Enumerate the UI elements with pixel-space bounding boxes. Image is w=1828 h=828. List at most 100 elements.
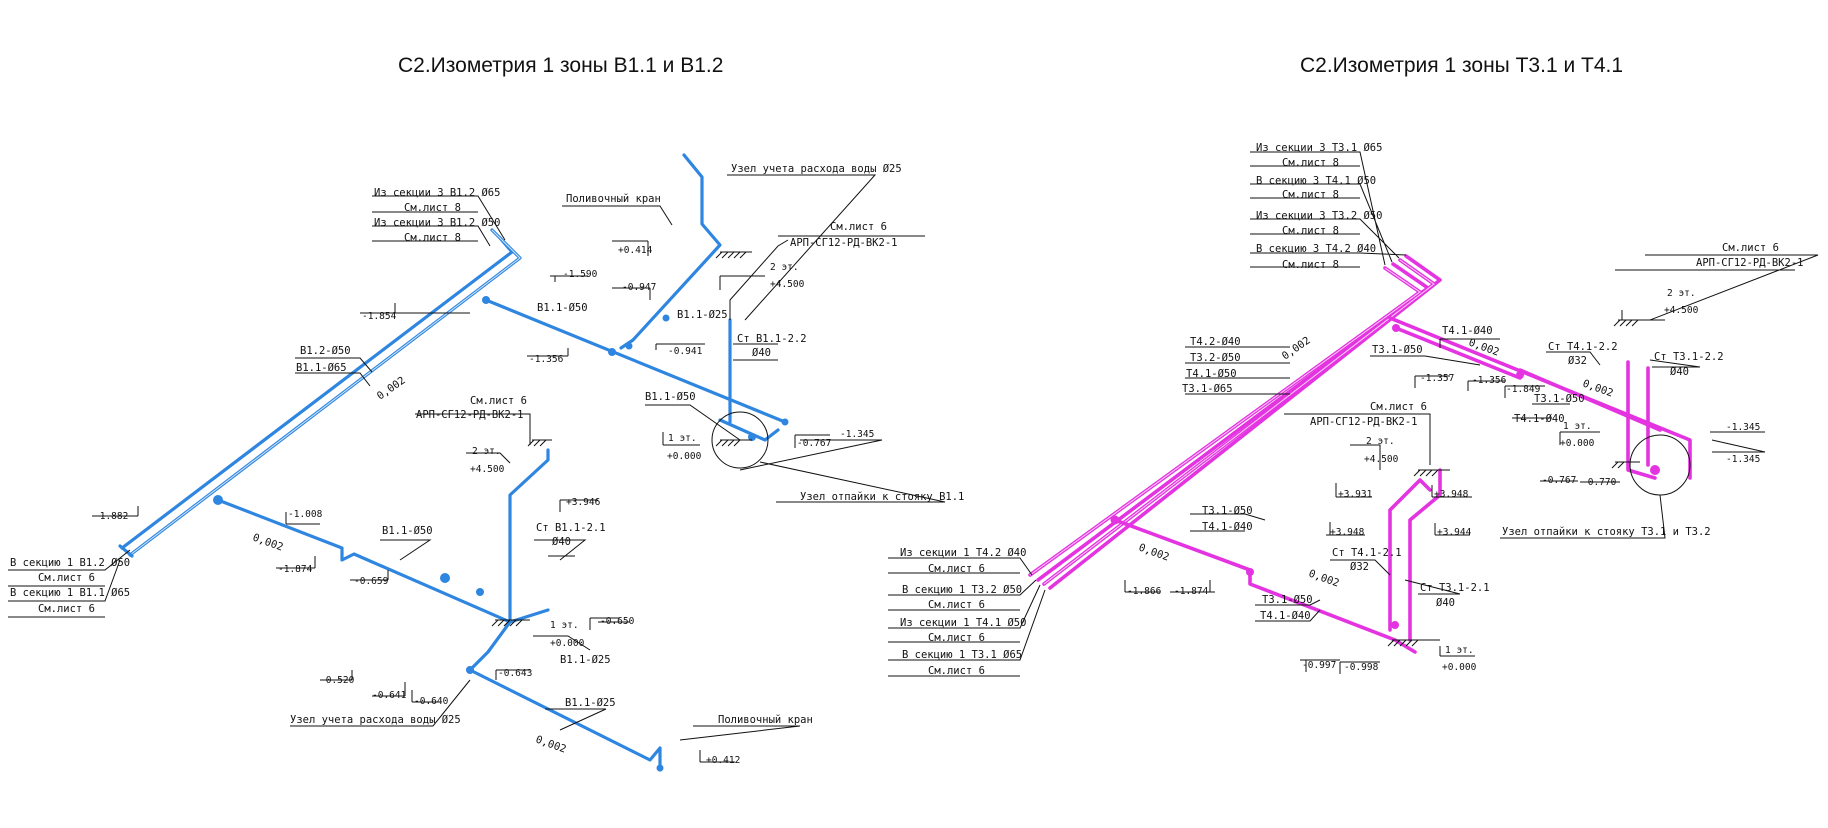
label-see-sheet6: См.лист 6 <box>830 221 887 233</box>
label-arp-doc: АРП-СГ12-РД-ВК2-1 <box>1696 257 1803 269</box>
label-floor-1: 1 эт. <box>668 433 697 444</box>
label-slope: 0,002 <box>1137 542 1171 564</box>
label-riser-t31-22: Ст Т3.1-2.2 <box>1654 351 1724 363</box>
label-level: -1.345 <box>1726 422 1760 433</box>
label-riser-b11-22: Ст В1.1-2.2 <box>737 333 807 345</box>
label-pipe-t32-50: Т3.2-Ø50 <box>1190 352 1241 364</box>
fitting-node <box>466 666 474 674</box>
label-level: +0.000 <box>1560 438 1595 449</box>
label-node-b11: Узел отпайки к стояку В1.1 <box>800 491 964 503</box>
label-level: -0.770 <box>1582 477 1617 488</box>
label-level: -0.659 <box>354 576 389 587</box>
label-to-t41-50: В секцию 3 Т4.1 Ø50 <box>1256 175 1376 187</box>
fitting-node <box>662 314 670 322</box>
label-level: +3.948 <box>1330 527 1365 538</box>
label-see-sheet8: См.лист 8 <box>1282 225 1339 237</box>
label-level: +0.000 <box>550 638 585 649</box>
label-level: -1.882 <box>94 511 128 522</box>
label-level: -0.641 <box>372 690 407 701</box>
label-src-b12-65: Из секции 3 В1.2 Ø65 <box>374 187 500 199</box>
label-see-sheet8: См.лист 8 <box>1282 189 1339 201</box>
label-to-t32-50: В секцию 1 Т3.2 Ø50 <box>902 584 1022 596</box>
label-level: +0.412 <box>706 755 740 766</box>
label-floor-1: 1 эт. <box>1445 645 1474 656</box>
label-level: +4.500 <box>1364 454 1399 465</box>
node-detail-circle <box>711 411 769 469</box>
fitting-node <box>482 296 490 304</box>
label-see-sheet8: См.лист 8 <box>1282 157 1339 169</box>
label-see-sheet6: См.лист 6 <box>928 632 985 644</box>
leaders-right <box>888 151 1819 677</box>
label-diameter: Ø40 <box>752 347 771 359</box>
label-see-sheet6: См.лист 6 <box>928 563 985 575</box>
label-level: -0.941 <box>668 346 703 357</box>
label-riser-t41-21: Ст Т4.1-2.1 <box>1332 547 1402 559</box>
label-pipe-b11-25: В1.1-Ø25 <box>565 697 616 709</box>
label-level: +0.000 <box>1442 662 1477 673</box>
label-see-sheet6: См.лист 6 <box>1722 242 1779 254</box>
label-level: -1.854 <box>362 311 397 322</box>
label-level: -0.640 <box>414 696 449 707</box>
node-detail-circle <box>1629 434 1691 496</box>
fitting-node <box>1110 515 1120 525</box>
fitting-node <box>1246 568 1254 576</box>
label-diameter: Ø32 <box>1350 561 1369 573</box>
label-to-section1-b12: В секцию 1 В1.2 Ø50 <box>10 557 130 569</box>
labels-right: Из секции 3 Т3.1 Ø65 См.лист 8 В секцию … <box>900 142 1803 677</box>
label-level: -1.866 <box>1127 586 1162 597</box>
label-level: -1.874 <box>1174 586 1209 597</box>
label-level: -0.767 <box>797 438 831 449</box>
fitting-node <box>625 342 633 350</box>
label-level: -0.643 <box>498 668 532 679</box>
label-pipe-t31-65: Т3.1-Ø65 <box>1182 383 1233 395</box>
label-level: -1.590 <box>563 269 598 280</box>
label-see-sheet6: См.лист 6 <box>470 395 527 407</box>
label-see-sheet6: См.лист 6 <box>928 665 985 677</box>
label-diameter: Ø32 <box>1568 355 1587 367</box>
label-level: -1.345 <box>840 429 874 440</box>
label-level: -0.650 <box>600 616 635 627</box>
label-floor-1: 1 эт. <box>550 620 579 631</box>
label-riser-t41-22: Ст Т4.1-2.2 <box>1548 341 1618 353</box>
label-floor-2: 2 эт. <box>770 262 799 273</box>
label-pipe-t41-40: Т4.1-Ø40 <box>1442 325 1493 337</box>
fitting-node <box>213 495 223 505</box>
label-to-t42-40: В секцию 3 Т4.2 Ø40 <box>1256 243 1376 255</box>
fitting-node <box>1392 324 1400 332</box>
label-pipe-b12-50: В1.2-Ø50 <box>300 345 351 357</box>
label-src-t32-50: Из секции 3 Т3.2 Ø50 <box>1256 210 1382 222</box>
label-node-t31-t32: Узел отпайки к стояку Т3.1 и Т3.2 <box>1502 526 1711 538</box>
label-level: +0.414 <box>618 245 653 256</box>
label-level: -0.997 <box>1302 660 1336 671</box>
label-src-t31-65: Из секции 3 Т3.1 Ø65 <box>1256 142 1382 154</box>
label-pipe-t31-50: Т3.1-Ø50 <box>1372 344 1423 356</box>
fitting-node <box>748 433 756 441</box>
label-level: +3.948 <box>1434 489 1469 500</box>
label-see-sheet6: См.лист 6 <box>928 599 985 611</box>
label-level: -0.767 <box>1542 475 1576 486</box>
label-level: -1.356 <box>529 354 564 365</box>
label-pipe-t41-50: Т4.1-Ø50 <box>1186 368 1237 380</box>
fitting-node <box>1516 371 1524 379</box>
label-pipe-t31-50: Т3.1-Ø50 <box>1262 594 1313 606</box>
label-water-meter-top: Узел учета расхода воды Ø25 <box>731 163 902 175</box>
label-pipe-t41-40: Т4.1-Ø40 <box>1202 521 1253 533</box>
label-level: +3.946 <box>566 497 601 508</box>
label-floor-2: 2 эт. <box>1366 436 1395 447</box>
label-watering-tap-bottom: Поливочный кран <box>718 714 813 726</box>
label-pipe-t41-40: Т4.1-Ø40 <box>1260 610 1311 622</box>
label-level: -1.357 <box>1420 373 1454 384</box>
label-to-t31-65: В секцию 1 Т3.1 Ø65 <box>902 649 1022 661</box>
label-to-section1-b11: В секцию 1 В1.1 Ø65 <box>10 587 130 599</box>
label-src-b12-50: Из секции 3 В1.2 Ø50 <box>374 217 500 229</box>
label-level: -1.345 <box>1726 454 1760 465</box>
label-diameter: Ø40 <box>1670 366 1689 378</box>
label-pipe-t41-40: Т4.1-Ø40 <box>1514 413 1565 425</box>
fitting-node <box>781 418 789 426</box>
fitting-node <box>656 764 664 772</box>
label-slope: 0,002 <box>1307 568 1341 590</box>
label-floor-2: 2 эт. <box>1667 288 1696 299</box>
left-isometry-cold-water: С2.Изометрия 1 зоны В1.1 и В1.2 <box>8 54 964 772</box>
label-floor-2: 2 эт. <box>472 446 501 457</box>
